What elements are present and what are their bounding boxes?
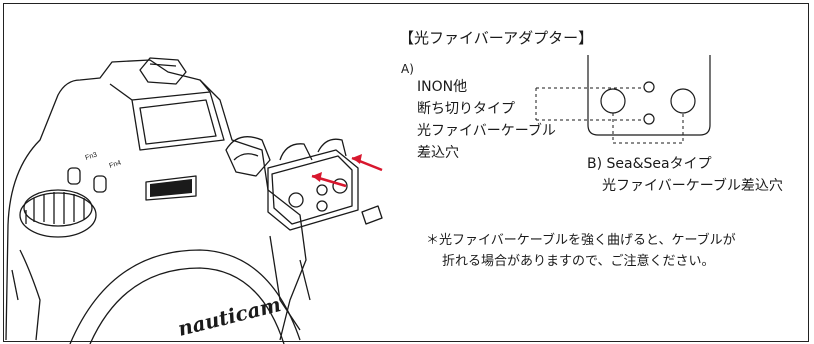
housing-illustration: Fn3 Fn4 nauticam: [5, 57, 383, 344]
label-a-marker: A): [401, 62, 414, 76]
adapter-schematic: [535, 55, 711, 144]
arrow-head-lower: [312, 172, 322, 182]
note-line-1: ＊光ファイバーケーブルを強く曲げると、ケーブルが: [426, 233, 736, 248]
page-title: 【光ファイバーアダプター】: [399, 29, 594, 47]
figure-frame: [3, 3, 809, 342]
note-line-2: 折れる場合がありますので、ご注意ください。: [442, 254, 715, 269]
label-a-line-1: INON他: [417, 79, 468, 95]
brand-logo: nauticam: [175, 292, 283, 341]
label-b-line-1: B) Sea&Seaタイプ: [587, 156, 712, 172]
fn4-badge: Fn4: [108, 159, 122, 169]
label-a-line-2: 断ち切りタイプ: [417, 101, 515, 117]
arrow-head-upper: [352, 154, 362, 164]
arrows: [311, 154, 383, 188]
label-a-line-3: 光ファイバーケーブル: [417, 123, 556, 139]
fn3-badge: Fn3: [84, 151, 98, 161]
label-b-line-2: 光ファイバーケーブル差込穴: [602, 178, 783, 194]
label-a-line-4: 差込穴: [417, 145, 459, 161]
